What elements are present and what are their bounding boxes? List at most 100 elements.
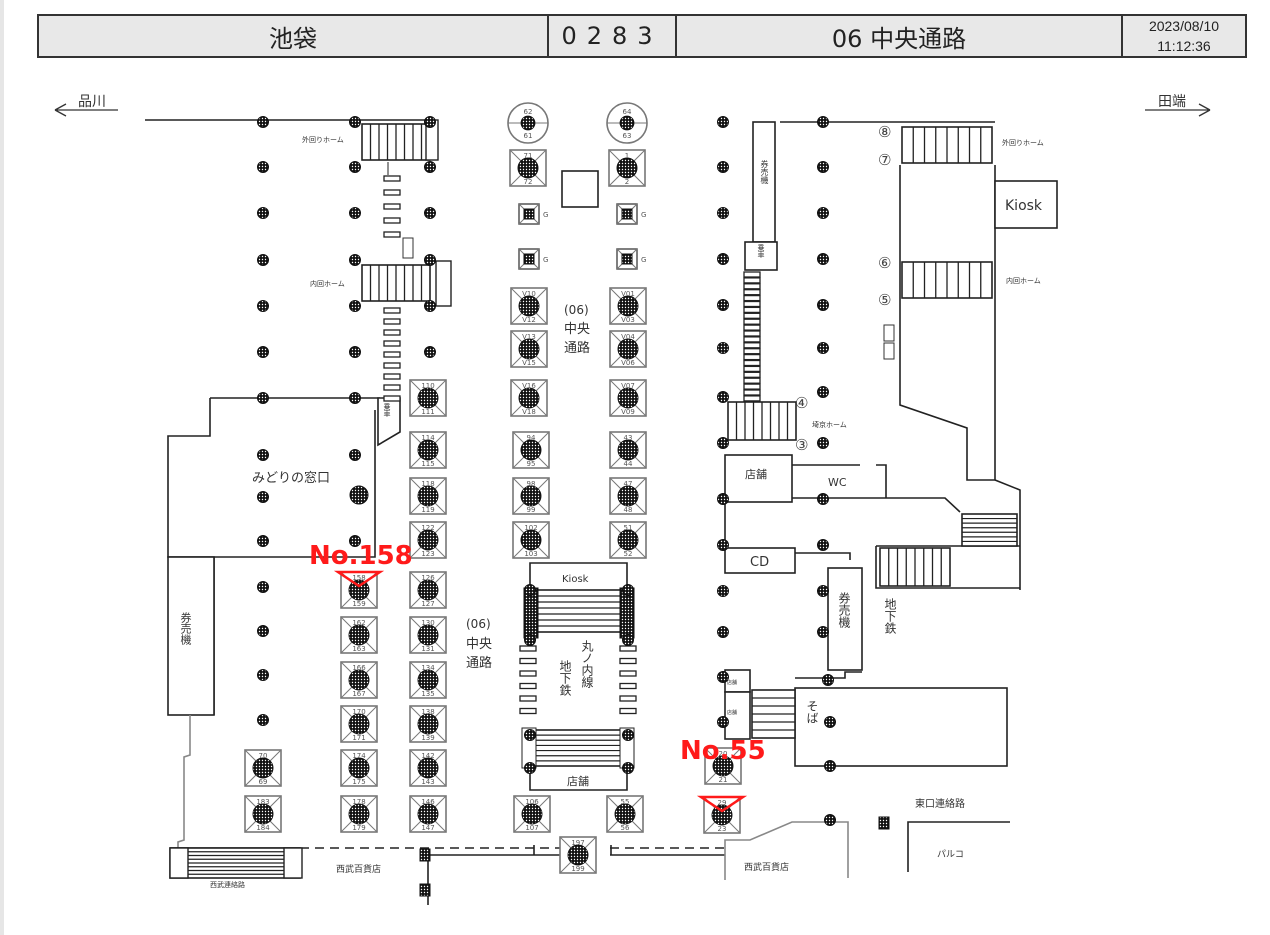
walkway-center-left xyxy=(519,645,537,715)
pillar-icon xyxy=(257,625,269,637)
pillar-icon xyxy=(424,254,436,266)
direction-right-label: 田端 xyxy=(1158,94,1186,110)
pillar-icon xyxy=(817,539,829,551)
small-speaker-unit[interactable]: G xyxy=(518,203,548,225)
speaker-id-top: 47 xyxy=(624,480,633,488)
speaker-unit[interactable]: 12 xyxy=(608,149,646,187)
pillar-icon xyxy=(524,762,536,774)
timestamp: 2023/08/10 11:12:36 xyxy=(1123,16,1245,56)
speaker-id-bottom: 72 xyxy=(524,178,533,186)
right-inner-wall xyxy=(899,165,996,481)
speaker-id-bottom: 167 xyxy=(352,690,365,698)
parco-outline xyxy=(907,821,1010,872)
speaker-id-bottom: V06 xyxy=(621,359,635,367)
round-speaker-unit[interactable]: 64 63 xyxy=(606,102,648,144)
speaker-id-top: 178 xyxy=(352,798,365,806)
pillar-icon xyxy=(822,674,834,686)
speaker-id-top: 110 xyxy=(421,382,434,390)
label-shop-right: 店舗 xyxy=(745,467,767,481)
arrow-left-icon xyxy=(54,103,118,117)
highlight-marker[interactable]: No.158 xyxy=(309,541,413,588)
label-passage-1b: 通路 xyxy=(564,340,590,356)
speaker-id-bottom: 131 xyxy=(421,645,434,653)
pillar-icon xyxy=(349,449,361,461)
label-passage-1a: 中央 xyxy=(564,322,590,337)
speaker-id-bottom: 147 xyxy=(421,824,434,832)
marker-label: No.55 xyxy=(680,736,766,766)
speaker-id-top: 94 xyxy=(527,434,536,442)
pillar-icon xyxy=(524,729,536,741)
speaker-id-top: 64 xyxy=(623,108,632,116)
speaker-id-top: 106 xyxy=(525,798,539,806)
speaker-id-bottom: 56 xyxy=(621,824,630,832)
highlight-marker[interactable]: No.55 xyxy=(680,736,766,813)
speaker-id-bottom: 119 xyxy=(421,506,434,514)
pillar-icon xyxy=(622,762,634,774)
ticket-machine-right-box xyxy=(827,567,863,671)
speaker-id-top: 29 xyxy=(718,799,727,807)
label-subway-right: 地下鉄 xyxy=(883,598,897,634)
pillar-icon xyxy=(824,814,836,826)
marker-triangle-icon xyxy=(696,795,748,813)
label-kiosk-right: Kiosk xyxy=(1005,198,1043,214)
pillar-icon xyxy=(424,207,436,219)
pillar-icon xyxy=(817,342,829,354)
small-speaker-unit[interactable]: G xyxy=(616,203,646,225)
speaker-id-bottom: 63 xyxy=(623,132,632,140)
speaker-id-bottom: V03 xyxy=(621,316,635,324)
speaker-id-bottom: 61 xyxy=(524,132,533,140)
label-station-staff-left: 乗車 xyxy=(383,403,391,417)
speaker-id-top: 98 xyxy=(527,480,536,488)
pillar-icon xyxy=(817,386,829,398)
speaker-id-bottom: 69 xyxy=(259,778,268,786)
pillar-icon xyxy=(717,299,729,311)
wall-left-lower xyxy=(177,715,191,848)
label-outer-platform-left: 外回りホーム xyxy=(302,135,344,144)
header-bar: 池袋 0283 06 中央通路 2023/08/10 11:12:36 xyxy=(37,14,1247,58)
speaker-id-top: 158 xyxy=(352,574,365,582)
speaker-id-top: 1 xyxy=(625,152,629,160)
speaker-id-bottom: 127 xyxy=(421,600,434,608)
pillar-icon xyxy=(717,585,729,597)
speaker-id-top: 162 xyxy=(352,619,365,627)
stairs-outer-platform-left xyxy=(361,123,431,161)
small-speaker-unit[interactable]: G xyxy=(616,248,646,270)
pillar-icon xyxy=(622,584,634,596)
small-speaker-unit[interactable]: G xyxy=(518,248,548,270)
